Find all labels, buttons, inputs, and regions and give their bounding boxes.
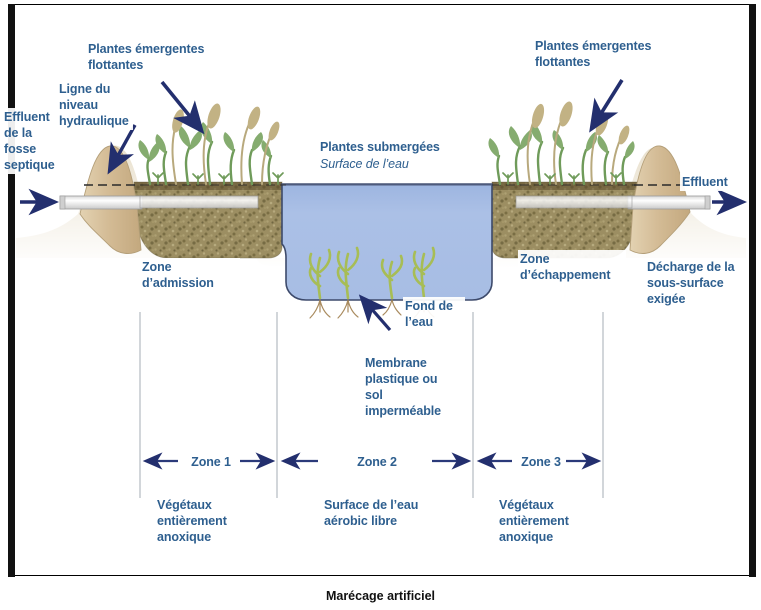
label-water-surface: Surface de l’eau [318,155,450,173]
pointer-hydraulic-icon [107,124,137,175]
inlet-pipe [59,195,259,210]
label-line: Zone [142,260,172,274]
label-admission-zone: Zone d’admission [140,258,240,292]
label-line: anoxique [157,530,212,544]
label-line: Ligne du [59,82,111,96]
label-line: fosse [4,142,37,156]
label-line: Membrane [365,356,427,370]
label-line: niveau [59,98,98,112]
open-water-basin [281,183,493,301]
label-emergent-plants-left: Plantes émergentes flottantes [86,40,214,74]
label-water-bottom: Fond de l’eau [403,297,465,331]
label-line: aérobic libre [324,514,398,528]
label-hydraulic-level: Ligne du niveau hydraulique [57,80,133,130]
label-line: sol [365,388,383,402]
label-line: d’échappement [520,268,611,282]
label-submerged-plants: Plantes submergées [318,138,450,156]
label-line: Plantes émergentes [535,39,652,53]
zone3-name: Zone 3 [512,453,570,471]
label-line: l’eau [405,315,433,329]
label-effluent-outlet: Effluent [680,173,744,191]
label-line: Végétaux [499,498,554,512]
zone2-description: Surface de l’eau aérobic libre [322,496,450,530]
zone-name-text: Zone 3 [521,455,561,469]
emergent-plants-right [488,101,635,186]
label-line: Plantes submergées [320,140,440,154]
pointer-emergent-left-icon [160,80,205,135]
label-line: septique [4,158,55,172]
zone-name-text: Zone 2 [357,455,397,469]
label-membrane: Membrane plastique ou sol imperméable [363,354,455,420]
label-line: Surface de l’eau [324,498,419,512]
label-line: Décharge de la [647,260,735,274]
zone1-description: Végétaux entièrement anoxique [155,496,267,546]
label-line: Surface de l’eau [320,157,409,171]
label-line: d’admission [142,276,214,290]
zone3-description: Végétaux entièrement anoxique [497,496,609,546]
label-line: entièrement [157,514,227,528]
label-emergent-plants-right: Plantes émergentes flottantes [533,37,661,71]
label-line: imperméable [365,404,442,418]
zone-name-text: Zone 1 [191,455,231,469]
figure-caption: Marécage artificiel [325,589,436,603]
label-line: anoxique [499,530,554,544]
zone-divider-lines [139,312,604,498]
right-black-bar [749,4,756,577]
label-line: Effluent [682,175,728,189]
pointer-membrane-icon [358,294,392,332]
label-line: Effluent [4,110,50,124]
outlet-pipe [515,195,711,210]
label-line: exigée [647,292,686,306]
label-effluent-inlet: Effluent de la fosse septique [2,108,60,174]
emergent-plants-left [138,103,284,186]
gravel-bed-left [133,181,283,259]
label-line: Fond de [405,299,453,313]
submerged-plants [308,246,436,319]
gravel-bed-right [491,181,641,259]
zone2-name: Zone 2 [348,453,406,471]
label-line: plastique ou [365,372,438,386]
label-line: Plantes émergentes [88,42,205,56]
label-line: flottantes [88,58,144,72]
label-line: entièrement [499,514,569,528]
left-black-bar [8,4,15,577]
label-line: Végétaux [157,498,212,512]
label-subsurface-discharge: Décharge de la sous-surface exigée [645,258,749,308]
pointer-emergent-right-icon [589,79,624,133]
label-line: sous-surface [647,276,724,290]
label-line: hydraulique [59,114,129,128]
label-line: Zone [520,252,550,266]
label-line: flottantes [535,55,591,69]
label-line: de la [4,126,32,140]
label-escape-zone: Zone d’échappement [518,250,626,284]
zone1-name: Zone 1 [182,453,240,471]
